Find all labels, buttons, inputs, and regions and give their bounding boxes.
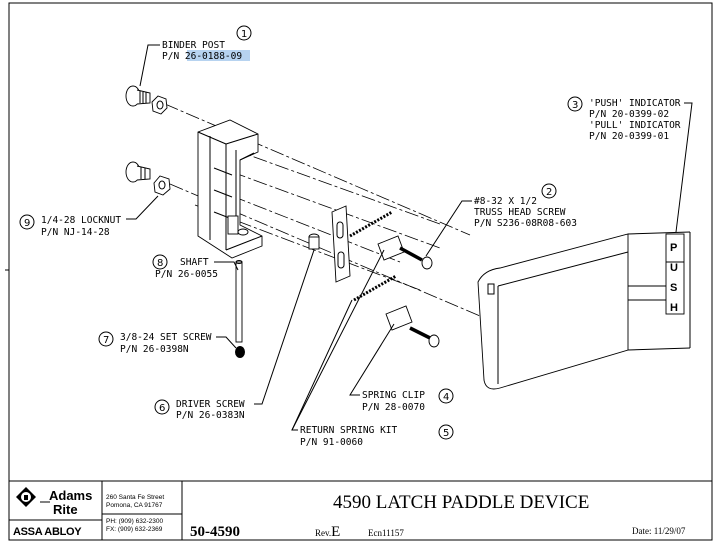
indicator-letter: H [670, 302, 678, 314]
callout-set-screw: 7 3/8-24 SET SCREW P/N 26-0398N [98, 331, 237, 355]
svg-text:Pomona, CA 91767: Pomona, CA 91767 [106, 502, 163, 509]
svg-text:PH: (909) 632-2300: PH: (909) 632-2300 [106, 518, 163, 525]
svg-text:P/N 91-0060: P/N 91-0060 [300, 437, 363, 448]
text-selection-highlight [187, 50, 250, 61]
indicator-letter: U [670, 262, 678, 274]
svg-text:8: 8 [157, 258, 163, 269]
svg-text:#8-32 X 1/2: #8-32 X 1/2 [474, 196, 537, 207]
svg-text:1/4-28 LOCKNUT: 1/4-28 LOCKNUT [41, 215, 121, 226]
svg-text:Rite: Rite [53, 502, 78, 517]
svg-text:5: 5 [443, 428, 449, 439]
svg-text:P/N 20-0399-02: P/N 20-0399-02 [589, 109, 669, 120]
svg-text:7: 7 [103, 335, 109, 346]
svg-text:RETURN SPRING KIT: RETURN SPRING KIT [300, 425, 398, 436]
svg-text:FX: (909) 632-2369: FX: (909) 632-2369 [106, 526, 163, 533]
svg-text:'PULL' INDICATOR: 'PULL' INDICATOR [589, 120, 681, 131]
shaft-part [235, 260, 245, 358]
paddle-part: P U S H [477, 231, 691, 390]
callout-indicator: 3 'PUSH' INDICATOR P/N 20-0399-02 'PULL'… [567, 96, 693, 233]
callout-spring-clip: 4 SPRING CLIP P/N 28-0070 [349, 323, 454, 413]
svg-text:P/N 26-0055: P/N 26-0055 [155, 269, 218, 280]
svg-text:Adams: Adams [49, 488, 92, 503]
ecn-number: Ecn11157 [368, 528, 404, 538]
indicator-letter: S [670, 282, 677, 294]
svg-text:DRIVER SCREW: DRIVER SCREW [176, 399, 245, 410]
callout-shaft: 8 SHAFT P/N 26-0055 [152, 254, 239, 280]
slotted-plate-part [331, 205, 351, 283]
svg-text:P/N 28-0070: P/N 28-0070 [362, 402, 425, 413]
rev-label: Rev. [315, 528, 331, 538]
drawing-date: Date: 11/29/07 [632, 526, 686, 536]
assa-abloy-logo: ASSA ABLOY [13, 526, 82, 538]
locknut-part [125, 161, 171, 196]
svg-text:6: 6 [159, 403, 165, 414]
callout-pn-value: 26-0188-09 [185, 51, 242, 62]
callout-return-spring-kit: 5 RETURN SPRING KIT P/N 91-0060 [291, 249, 454, 448]
indicator-letter: P [670, 242, 677, 254]
sheet-border [8, 2, 713, 541]
svg-text:'PUSH' INDICATOR: 'PUSH' INDICATOR [589, 98, 681, 109]
svg-text:TRUSS HEAD SCREW: TRUSS HEAD SCREW [474, 207, 566, 218]
title-block: Adams Rite ASSA ABLOY 260 Santa Fe Stree… [9, 480, 712, 540]
svg-text:3: 3 [572, 100, 578, 111]
binder-post-part [125, 85, 168, 115]
truss-screw-part [399, 246, 440, 348]
svg-text:P/N 26-0383N: P/N 26-0383N [176, 410, 245, 421]
callout-line1: BINDER POST [162, 40, 225, 51]
svg-text:260 Santa Fe Street: 260 Santa Fe Street [106, 494, 164, 501]
svg-text:P/N 26-0398N: P/N 26-0398N [120, 344, 189, 355]
svg-text:9: 9 [24, 218, 30, 229]
adams-rite-logo: Adams Rite [16, 487, 92, 517]
svg-text:Rev.E: Rev.E [315, 524, 340, 540]
svg-text:P/N 20-0399-01: P/N 20-0399-01 [589, 131, 669, 142]
svg-text:P/N 26-0188-09: P/N 26-0188-09 [162, 51, 242, 62]
callout-truss-screw: 2 #8-32 X 1/2 TRUSS HEAD SCREW P/N S236-… [425, 183, 577, 257]
housing-part [197, 119, 263, 259]
svg-text:3/8-24 SET SCREW: 3/8-24 SET SCREW [120, 332, 212, 343]
driver-screw-part [308, 233, 320, 250]
svg-text:4: 4 [443, 392, 449, 403]
svg-text:1: 1 [241, 29, 247, 40]
callout-driver-screw: 6 DRIVER SCREW P/N 26-0383N [154, 249, 315, 421]
rev-value: E [331, 524, 340, 540]
callout-locknut: 9 1/4-28 LOCKNUT P/N NJ-14-28 [19, 195, 159, 238]
svg-text:P/N S236-08R08-603: P/N S236-08R08-603 [474, 218, 577, 229]
callout-binder-post: 1 BINDER POST P/N 26-0188-09 [139, 25, 252, 87]
svg-text:2: 2 [546, 187, 552, 198]
drawing-title: 4590 LATCH PADDLE DEVICE [333, 492, 589, 513]
svg-text:SPRING CLIP: SPRING CLIP [362, 390, 425, 401]
spring-clip-part [377, 235, 413, 331]
part-number: 50-4590 [190, 524, 240, 540]
callout-pn-prefix: P/N [162, 51, 185, 62]
svg-text:SHAFT: SHAFT [180, 257, 209, 268]
svg-text:P/N NJ-14-28: P/N NJ-14-28 [41, 227, 110, 238]
